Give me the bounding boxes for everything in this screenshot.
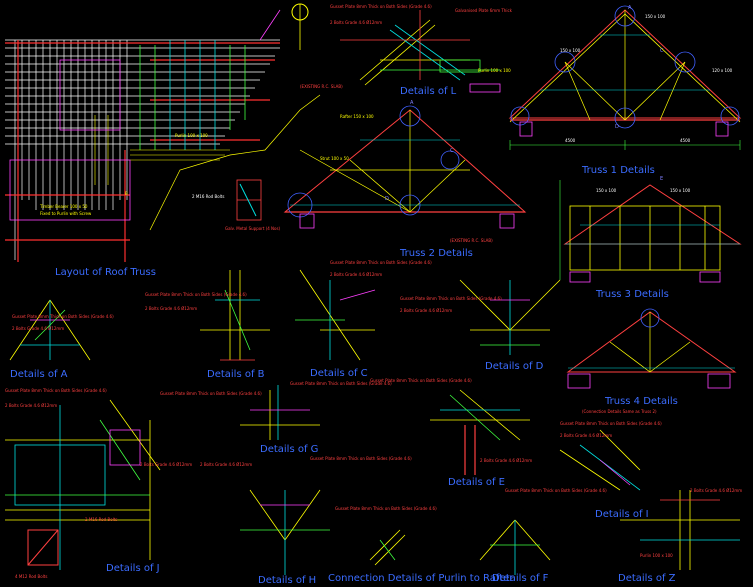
details-of-d-title: Details of D <box>485 361 544 372</box>
truss3-node-e: E <box>660 176 663 182</box>
truss3-size-2: 150 x 100 <box>670 188 691 193</box>
layout-of-roof-truss-title: Layout of Roof Truss <box>55 267 156 278</box>
fixed-purlin-label: Fixed to Purlin with Screw <box>40 211 92 216</box>
detail-c-bolts: 2 Bolts Grade 4.6 Ø12mm <box>330 272 382 277</box>
truss-label-b: B <box>125 191 128 196</box>
details-of-h-title: Details of H <box>258 575 316 586</box>
truss-4-details-title: Truss 4 Details <box>604 396 678 407</box>
truss1-top-size: 150 x 100 <box>645 14 666 19</box>
detail-j-bolts: 2 Bolts Grade 4.6 Ø12mm <box>5 403 57 408</box>
truss-4-note: (Connection Details Same as Truss 2) <box>582 409 657 414</box>
connection-gusset: Gusset Plate 8mm Thick on Both Sides (Gr… <box>335 506 437 511</box>
detail-d: Gusset Plate 8mm Thick on Both Sides (Gr… <box>400 279 561 372</box>
m16-bolt-label: 2 M16 Rod Bolts <box>192 194 224 199</box>
truss1-node-c: C <box>660 48 664 54</box>
truss-2: Rafter 150 x 100 Strut 100 x 50 A C D Ga… <box>192 100 527 259</box>
truss2-node-c: C <box>450 148 454 154</box>
detail-c: Gusset Plate 8mm Thick on Both Sides (Gr… <box>295 260 432 379</box>
detail-a: Gusset Plate 8mm Thick on Both Sides (Gr… <box>9 299 114 380</box>
detail-i-gusset: Gusset Plate 8mm Thick on Both Sides (Gr… <box>560 421 662 426</box>
truss-2-details-title: Truss 2 Details <box>399 248 473 259</box>
truss-3-details-title: Truss 3 Details <box>595 289 669 300</box>
detail-z: 2 Bolts Grade 4.6 Ø12mm Purlin 100 x 100… <box>618 488 742 584</box>
truss1-node-d: D <box>615 124 619 130</box>
detail-i-bolts: 2 Bolts Grade 4.6 Ø12mm <box>560 433 612 438</box>
detail-c-gusset: Gusset Plate 8mm Thick on Both Sides (Gr… <box>330 260 432 265</box>
details-of-f-title: Details of F <box>492 573 549 584</box>
detail-b: Gusset Plate 8mm Thick on Both Sides (Gr… <box>145 270 270 380</box>
timber-bearer-label: Timber Bearer 100 x 50 <box>39 204 88 209</box>
detail-d-gusset: Gusset Plate 8mm Thick on Both Sides (Gr… <box>400 296 502 301</box>
detail-j: Gusset Plate 8mm Thick on Both Sides (Gr… <box>5 388 262 579</box>
detail-z-bolts: 2 Bolts Grade 4.6 Ø12mm <box>690 488 742 493</box>
details-of-z-title: Details of Z <box>618 573 676 584</box>
details-of-l-title: Details of L <box>400 86 457 97</box>
detail-e-gusset: Gusset Plate 8mm Thick on Both Sides (Gr… <box>370 378 472 383</box>
detail-g: Gusset Plate 8mm Thick on Both Sides (Gr… <box>240 381 392 455</box>
truss1-dim-left: 4500 <box>565 138 576 143</box>
detail-z-purlin: Purlin 100 x 100 <box>640 553 673 558</box>
detail-l-gusset-note: Gusset Plate 8mm Thick on Both Sides (Gr… <box>330 4 432 9</box>
truss1-end-size: 120 x 100 <box>712 68 733 73</box>
truss1-rafter-size: 150 x 100 <box>560 48 581 53</box>
layout-purlin-label: Purlin 100 x 100 <box>175 133 208 138</box>
detail-e: Gusset Plate 8mm Thick on Both Sides (Gr… <box>370 378 532 488</box>
truss2-strut-label: Strut 100 x 50 <box>320 156 349 161</box>
detail-j-gusset-2: Gusset Plate 8mm Thick on Both Sides (Gr… <box>160 391 262 396</box>
truss-3: 150 x 100 150 x 100 E Truss 3 Details <box>559 176 742 300</box>
existing-slab-label-2: (EXISTING R.C. SLAB) <box>450 238 493 243</box>
detail-b-bolts: 2 Bolts Grade 4.6 Ø12mm <box>145 306 197 311</box>
detail-j-rod: 2 M16 Rod Bolts <box>85 517 117 522</box>
detail-l-plate-note: Galvanised Plate 6mm Thick <box>455 8 513 13</box>
detail-b-gusset: Gusset Plate 8mm Thick on Both Sides (Gr… <box>145 292 247 297</box>
truss1-node-a: A <box>628 5 632 11</box>
detail-h: Gusset Plate 8mm Thick on Both Sides (Gr… <box>200 456 412 586</box>
details-of-a-title: Details of A <box>10 369 68 380</box>
detail-f-gusset: Gusset Plate 8mm Thick on Both Sides (Gr… <box>505 488 607 493</box>
truss1-dim-right: 4500 <box>680 138 691 143</box>
detail-l-bolts-note: 2 Bolts Grade 4.6 Ø12mm <box>330 20 382 25</box>
truss3-size-1: 150 x 100 <box>596 188 617 193</box>
details-of-g-title: Details of G <box>260 444 318 455</box>
detail-a-bolts: 2 Bolts Grade 4.6 Ø12mm <box>12 326 64 331</box>
detail-d-bolts: 2 Bolts Grade 4.6 Ø12mm <box>400 308 452 313</box>
detail-f: Gusset Plate 8mm Thick on Both Sides (Gr… <box>479 488 607 584</box>
connection-detail: Gusset Plate 8mm Thick on Both Sides (Gr… <box>328 506 514 584</box>
detail-j-bolts-2: 2 Bolts Grade 4.6 Ø12mm <box>140 462 192 467</box>
truss-1: 4500 4500 A C D 150 x 100 150 x 100 120 … <box>508 5 742 176</box>
detail-h-bolts: 2 Bolts Grade 4.6 Ø12mm <box>200 462 252 467</box>
detail-j-rod-2: 4 M12 Rod Bolts <box>15 574 47 579</box>
truss2-rafter-label: Rafter 150 x 100 <box>340 114 374 119</box>
details-of-j-title: Details of J <box>106 563 160 574</box>
existing-slab-label-1: (EXISTING R.C. SLAB) <box>300 84 343 89</box>
detail-i: Gusset Plate 8mm Thick on Both Sides (Gr… <box>559 421 662 520</box>
detail-j-gusset: Gusset Plate 8mm Thick on Both Sides (Gr… <box>5 388 107 393</box>
detail-h-gusset: Gusset Plate 8mm Thick on Both Sides (Gr… <box>310 456 412 461</box>
detail-g-gusset: Gusset Plate 8mm Thick on Both Sides (Gr… <box>290 381 392 386</box>
truss2-node-a: A <box>410 100 414 106</box>
details-of-e-title: Details of E <box>448 477 505 488</box>
detail-l-purlin-note: Purlin 100 x 100 <box>478 68 511 73</box>
truss-1-details-title: Truss 1 Details <box>581 165 655 176</box>
detail-e-bolts: 2 Bolts Grade 4.6 Ø12mm <box>480 458 532 463</box>
truss-4: Truss 4 Details (Connection Details Same… <box>566 308 737 414</box>
truss2-node-d: D <box>385 196 389 202</box>
detail-l: Gusset Plate 8mm Thick on Both Sides (Gr… <box>300 4 513 97</box>
connection-details-title: Connection Details of Purlin to Rafter <box>328 573 514 584</box>
details-of-i-title: Details of I <box>595 509 649 520</box>
detail-a-gusset: Gusset Plate 8mm Thick on Both Sides (Gr… <box>12 314 114 319</box>
details-of-b-title: Details of B <box>207 369 265 380</box>
roof-truss-layout-plan: Timber Bearer 100 x 50 Fixed to Purlin w… <box>5 3 321 278</box>
details-of-c-title: Details of C <box>310 368 368 379</box>
galv-support-label: Galv. Metal Support (4 Nos) <box>225 226 281 231</box>
